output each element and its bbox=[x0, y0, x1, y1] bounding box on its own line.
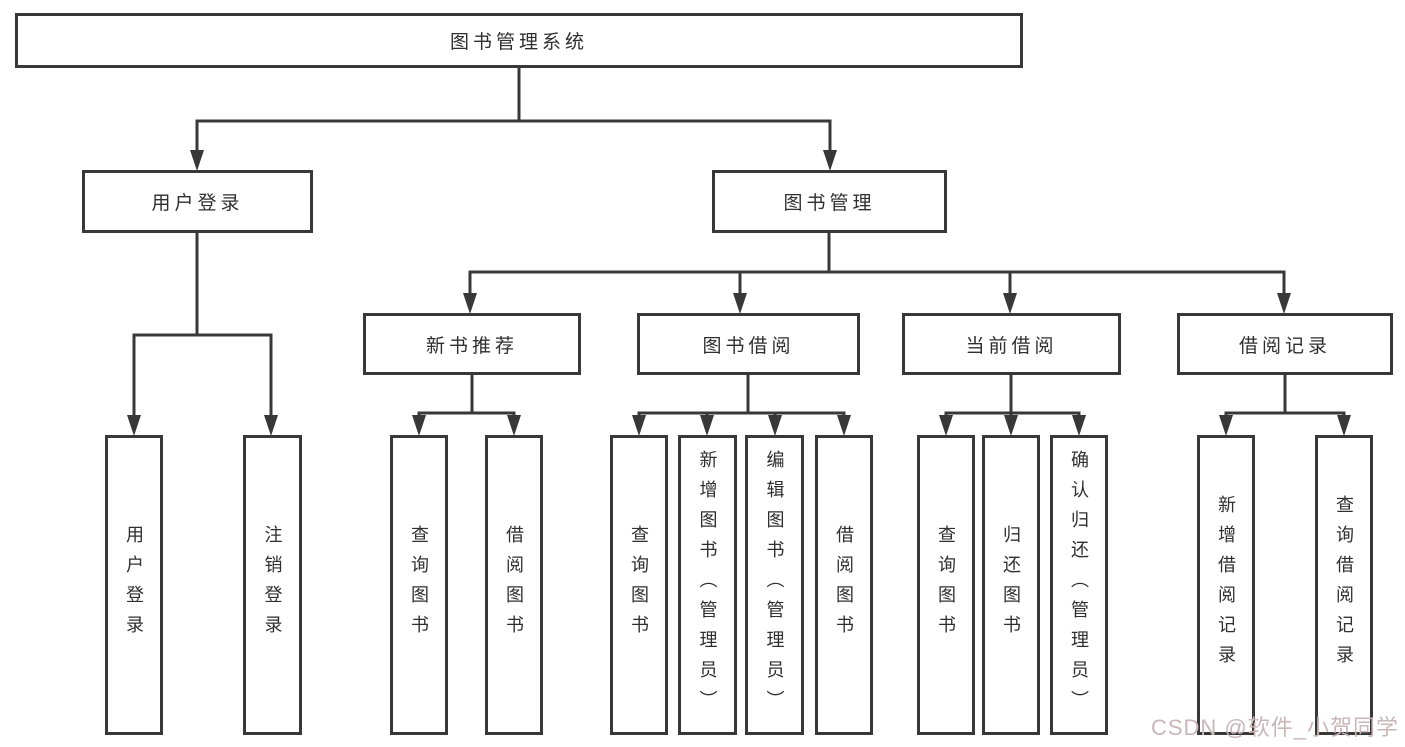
arrow-icon bbox=[1277, 293, 1291, 314]
arrow-icon bbox=[1072, 415, 1086, 436]
csdn-watermark: CSDN @软件_小贺同学 bbox=[1150, 715, 1399, 740]
arrow-icon bbox=[1219, 415, 1233, 436]
leaf-confirm-return-admin: 确认归还（管理员） bbox=[1050, 435, 1108, 735]
connector-borrow-records-to-leaves bbox=[1224, 375, 1346, 417]
node-current-borrowing: 当前借阅 bbox=[902, 313, 1121, 375]
arrow-icon bbox=[463, 293, 477, 314]
connector-book-management-to-level3 bbox=[468, 233, 1286, 295]
node-borrowing-records: 借阅记录 bbox=[1177, 313, 1393, 375]
node-library-management-system: 图书管理系统 bbox=[15, 13, 1023, 68]
node-user-login: 用户登录 bbox=[82, 170, 313, 233]
arrow-icon bbox=[1337, 415, 1351, 436]
leaf-add-book-admin: 新增图书（管理员） bbox=[678, 435, 737, 735]
arrow-icon bbox=[632, 415, 646, 436]
arrow-icon bbox=[823, 150, 837, 171]
leaf-logout: 注销登录 bbox=[243, 435, 302, 735]
arrow-icon bbox=[700, 415, 714, 436]
arrow-icon bbox=[1004, 415, 1018, 436]
leaf-borrow-books: 借阅图书 bbox=[815, 435, 873, 735]
connector-user-login-to-leaves bbox=[132, 233, 273, 417]
leaf-query-books-current: 查询图书 bbox=[917, 435, 975, 735]
node-book-management: 图书管理 bbox=[712, 170, 947, 233]
arrow-icon bbox=[190, 150, 204, 171]
node-new-book-recommendation: 新书推荐 bbox=[363, 313, 581, 375]
arrow-icon bbox=[264, 415, 278, 436]
leaf-query-books-recommend: 查询图书 bbox=[390, 435, 448, 735]
leaf-user-login: 用户登录 bbox=[105, 435, 163, 735]
leaf-query-books-borrow: 查询图书 bbox=[610, 435, 668, 735]
arrow-icon bbox=[507, 415, 521, 436]
arrow-icon bbox=[1003, 293, 1017, 314]
connector-root-to-level2 bbox=[195, 68, 832, 152]
arrow-icon bbox=[939, 415, 953, 436]
connector-current-borrow-to-leaves bbox=[944, 375, 1081, 417]
connector-new-book-to-leaves bbox=[417, 375, 516, 417]
leaf-add-borrow-record: 新增借阅记录 bbox=[1197, 435, 1255, 735]
arrow-icon bbox=[837, 415, 851, 436]
arrowheads bbox=[127, 150, 1351, 436]
arrow-icon bbox=[127, 415, 141, 436]
arrow-icon bbox=[733, 293, 747, 314]
leaf-borrow-books-recommend: 借阅图书 bbox=[485, 435, 543, 735]
arrow-icon bbox=[412, 415, 426, 436]
leaf-return-books: 归还图书 bbox=[982, 435, 1040, 735]
node-book-borrowing: 图书借阅 bbox=[637, 313, 860, 375]
connector-book-borrow-to-leaves bbox=[637, 375, 846, 417]
arrow-icon bbox=[768, 415, 782, 436]
leaf-edit-book-admin: 编辑图书（管理员） bbox=[745, 435, 804, 735]
leaf-query-borrow-record: 查询借阅记录 bbox=[1315, 435, 1373, 735]
